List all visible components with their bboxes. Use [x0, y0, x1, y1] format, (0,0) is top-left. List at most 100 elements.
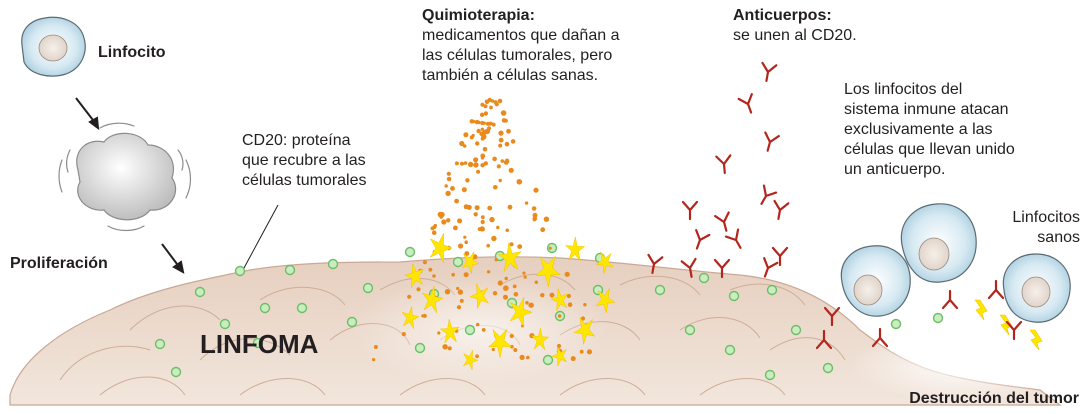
drug-dot	[548, 246, 552, 250]
cd20-markers	[154, 242, 944, 381]
drug-dot	[483, 161, 488, 166]
drug-dot	[480, 226, 485, 232]
antibody-icon	[713, 258, 731, 279]
label-linfoma: LINFOMA	[200, 329, 319, 359]
drug-dot	[528, 302, 534, 308]
drug-dot	[432, 274, 436, 278]
antibody-icon	[715, 154, 732, 175]
antibody-icon	[724, 228, 742, 249]
drug-dot	[543, 216, 550, 222]
antibody-stroke	[714, 211, 730, 232]
drug-dot	[446, 176, 452, 182]
drug-dot	[487, 205, 493, 211]
label-linfocito: Linfocito	[98, 44, 166, 61]
antibody-stroke	[764, 131, 780, 152]
sistema-line: un anticuerpo.	[844, 161, 946, 178]
sanos-line: sanos	[1037, 229, 1080, 246]
drug-dot	[540, 227, 546, 233]
antibody-icon	[815, 329, 833, 350]
drug-dot	[510, 139, 516, 144]
drug-dot	[525, 301, 529, 305]
drug-dot	[480, 127, 484, 131]
drug-dot	[462, 144, 467, 148]
drug-dot	[498, 137, 504, 143]
quimio-title: Quimioterapia:	[422, 7, 535, 24]
drug-dot	[504, 141, 510, 147]
spark-icon	[429, 233, 453, 263]
drug-dot	[492, 156, 497, 162]
cd20-marker-icon	[194, 286, 206, 298]
drug-dot	[487, 97, 492, 103]
spark-icon	[461, 251, 480, 274]
drug-dot	[476, 322, 480, 327]
drug-dot	[496, 225, 500, 230]
drug-dot	[476, 169, 481, 174]
drug-dot	[446, 171, 451, 176]
drug-dot	[564, 271, 570, 277]
drug-dot	[459, 298, 464, 303]
drug-dot	[494, 258, 498, 262]
drug-dot	[586, 349, 593, 355]
drug-dot	[437, 331, 441, 335]
drug-dot	[473, 212, 478, 217]
cd20-marker-icon	[327, 258, 339, 270]
sistema-line: Los linfocitos del	[844, 81, 963, 98]
cd20-marker-icon	[546, 242, 558, 254]
drug-dot	[463, 132, 469, 138]
drug-dot	[490, 99, 495, 103]
cd20-line: CD20: proteína	[242, 132, 351, 149]
drug-dot	[486, 270, 491, 274]
spark-icon	[469, 283, 490, 309]
drug-dot	[516, 179, 523, 185]
quimio-line: medicamentos que dañan a	[422, 27, 620, 44]
drug-dot	[557, 314, 562, 318]
antibody-stroke	[715, 154, 732, 175]
drug-dot	[532, 218, 537, 222]
drug-dot	[457, 289, 464, 295]
drug-dot	[437, 211, 444, 218]
antibody-stroke	[724, 228, 742, 249]
drug-dot	[498, 143, 503, 148]
cd20-marker-icon	[362, 282, 374, 294]
drug-dot	[464, 240, 469, 244]
drug-dot	[567, 302, 573, 308]
drug-dot	[475, 141, 480, 146]
drug-dot	[456, 305, 462, 310]
spark-icon	[573, 317, 596, 345]
drug-dot	[503, 294, 508, 300]
drug-dot	[496, 164, 501, 169]
drug-dot	[540, 293, 545, 298]
drug-dot	[472, 254, 478, 260]
cd20-marker-icon	[822, 362, 834, 374]
drug-dot	[491, 235, 497, 242]
drug-dot	[507, 204, 513, 210]
antibody-stroke	[823, 306, 841, 327]
cd20-marker-icon	[684, 324, 696, 336]
drug-dot	[444, 184, 448, 188]
drug-dot	[469, 135, 474, 140]
antibody-icon	[987, 279, 1005, 300]
cd20-marker-icon	[404, 246, 416, 258]
drug-dot	[372, 358, 376, 362]
drug-dot	[497, 98, 503, 104]
drug-dot	[476, 120, 481, 125]
arrow-icon	[75, 97, 185, 274]
drug-dot	[446, 218, 451, 223]
drug-dot	[474, 205, 480, 211]
antibody-icon	[761, 61, 778, 82]
cd20-line: que recubre a las	[242, 152, 366, 169]
label-anticuerpos: Anticuerpos: se unen al CD20.	[733, 6, 857, 46]
antibody-icon	[771, 246, 789, 267]
spark-icon	[551, 346, 568, 367]
cd20-marker-icon	[259, 302, 271, 314]
antibody-icon	[680, 257, 697, 278]
cd20-marker-icon	[654, 284, 666, 296]
drug-dot	[416, 287, 421, 292]
proliferating-cell-icon	[58, 122, 192, 232]
spark-icon	[487, 328, 513, 358]
spark-icon	[497, 242, 522, 272]
label-cd20: CD20: proteína que recubre a las células…	[242, 131, 367, 191]
drug-dot	[442, 344, 448, 350]
antibody-icon	[695, 228, 711, 250]
drug-dot	[566, 293, 572, 299]
